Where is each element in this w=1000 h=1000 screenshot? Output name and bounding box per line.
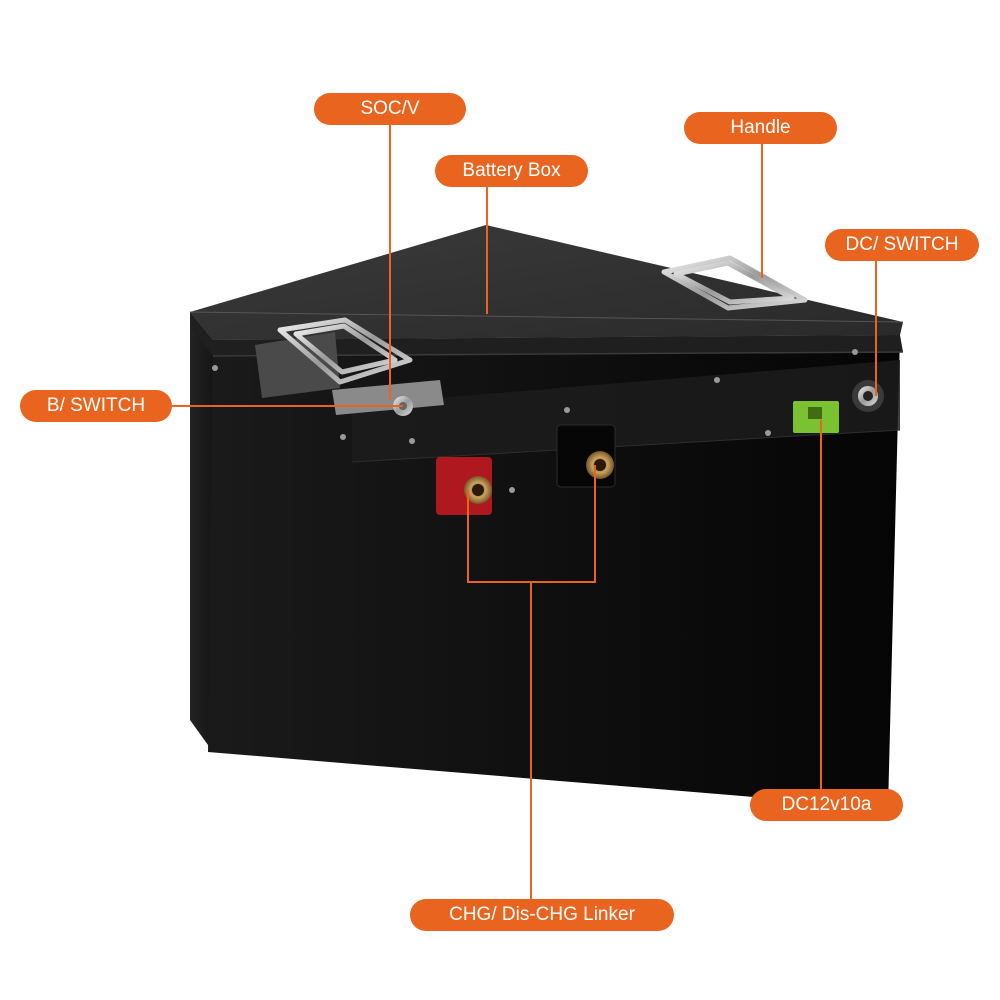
negative-terminal: [556, 424, 616, 488]
callout-b-switch: B/ SWITCH: [20, 390, 172, 422]
box-top: [190, 225, 903, 340]
right-handle: [661, 255, 808, 311]
callout-chg-linker: CHG/ Dis-CHG Linker: [410, 899, 674, 931]
positive-terminal: [436, 457, 492, 515]
lid-front-plate: [352, 360, 900, 462]
dc-switch-knob: [852, 380, 884, 412]
left-handle: [277, 317, 413, 385]
callout-dc-switch: DC/ SWITCH: [825, 229, 979, 261]
callout-handle: Handle: [684, 112, 837, 144]
soc-plate: [255, 332, 340, 398]
callout-dc12v10a: DC12v10a: [750, 789, 903, 821]
callout-battery-box: Battery Box: [435, 155, 588, 187]
callout-soc: SOC/V: [314, 93, 466, 125]
box-side: [190, 312, 213, 752]
screws: [212, 349, 858, 493]
dc-port: [793, 401, 839, 433]
